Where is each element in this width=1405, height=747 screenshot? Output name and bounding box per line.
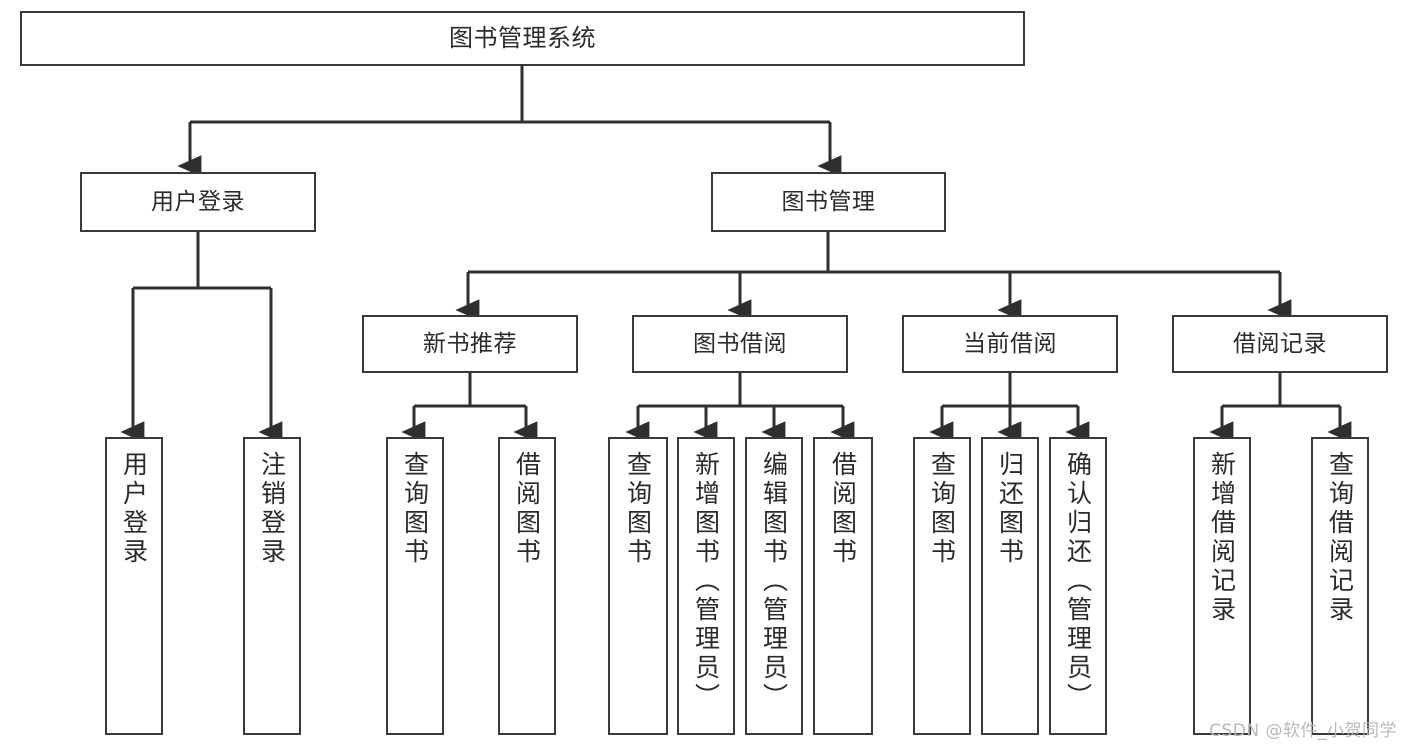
- node-root-system[interactable]: 图书管理系统: [20, 11, 1025, 66]
- node-label: 查询图书: [623, 451, 653, 567]
- leaf-user-logout[interactable]: 注销登录: [243, 437, 301, 735]
- node-label: 查询图书: [400, 451, 430, 567]
- node-book-borrow[interactable]: 图书借阅: [632, 315, 848, 373]
- leaf-query-book-borrow[interactable]: 查询图书: [608, 437, 668, 735]
- leaf-query-book-current[interactable]: 查询图书: [913, 437, 971, 735]
- node-label: 用户登录: [119, 451, 149, 567]
- node-label: 借阅图书: [512, 451, 542, 567]
- node-label: 新增借阅记录: [1207, 451, 1237, 625]
- node-label: 注销登录: [257, 451, 287, 567]
- node-label: 用户登录: [151, 188, 245, 215]
- leaf-add-borrow-record[interactable]: 新增借阅记录: [1193, 437, 1251, 735]
- leaf-edit-book-admin[interactable]: 编辑图书（管理员）: [745, 437, 803, 735]
- node-label: 查询图书: [927, 451, 957, 567]
- node-new-book-recommend[interactable]: 新书推荐: [362, 315, 578, 373]
- watermark-text: CSDN @软件_小贺同学: [1209, 721, 1397, 741]
- leaf-query-borrow-record[interactable]: 查询借阅记录: [1311, 437, 1369, 735]
- leaf-return-book[interactable]: 归还图书: [981, 437, 1039, 735]
- node-label: 当前借阅: [963, 330, 1057, 357]
- leaf-query-book-recommend[interactable]: 查询图书: [386, 437, 444, 735]
- leaf-user-login[interactable]: 用户登录: [105, 437, 163, 735]
- node-label: 查询借阅记录: [1325, 451, 1355, 625]
- node-current-borrow[interactable]: 当前借阅: [902, 315, 1118, 373]
- leaf-borrow-book[interactable]: 借阅图书: [813, 437, 873, 735]
- node-borrow-record[interactable]: 借阅记录: [1172, 315, 1388, 373]
- node-label: 归还图书: [995, 451, 1025, 567]
- node-label: 新增图书（管理员）: [691, 451, 721, 712]
- node-book-management[interactable]: 图书管理: [711, 172, 946, 232]
- node-label: 借阅图书: [828, 451, 858, 567]
- node-label: 新书推荐: [423, 330, 517, 357]
- node-label: 图书管理: [781, 188, 876, 215]
- node-user-login[interactable]: 用户登录: [80, 172, 316, 232]
- leaf-add-book-admin[interactable]: 新增图书（管理员）: [677, 437, 735, 735]
- node-label: 编辑图书（管理员）: [759, 451, 789, 712]
- node-label: 借阅记录: [1233, 330, 1327, 357]
- node-label: 图书借阅: [693, 330, 787, 357]
- leaf-borrow-book-recommend[interactable]: 借阅图书: [498, 437, 556, 735]
- node-label: 图书管理系统: [449, 23, 596, 52]
- leaf-confirm-return-admin[interactable]: 确认归还（管理员）: [1049, 437, 1107, 735]
- node-label: 确认归还（管理员）: [1063, 451, 1093, 712]
